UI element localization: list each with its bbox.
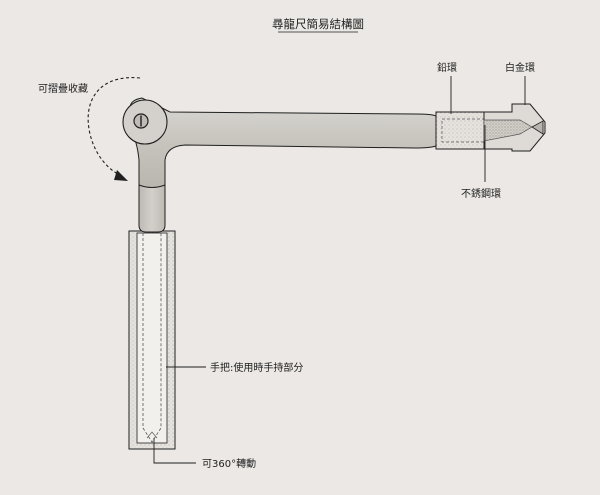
fold-arrow-head [114, 170, 128, 181]
label-rotate: 可360°轉動 [202, 457, 256, 470]
lead-ring [435, 111, 485, 150]
label-handle: 手把:使用時手持部分 [210, 361, 303, 374]
horizontal-rod [129, 97, 437, 188]
label-stainless-ring: 不銹鋼環 [461, 187, 501, 200]
pivot-tip [146, 431, 158, 439]
tip-cap [531, 120, 544, 135]
label-platinum-ring: 白金環 [505, 61, 535, 74]
stainless-ring [483, 119, 533, 142]
lead-ring-inner [441, 118, 485, 143]
diagram-title: 尋龍尺簡易結構圖 [272, 17, 364, 31]
hidden-rod [142, 233, 162, 443]
label-foldable: 可摺疊收藏 [38, 82, 88, 95]
label-lead-ring: 鉛環 [437, 61, 457, 74]
fold-arrow-arc [87, 77, 141, 177]
leader-rotate [153, 438, 196, 464]
handle-inner [136, 232, 168, 444]
